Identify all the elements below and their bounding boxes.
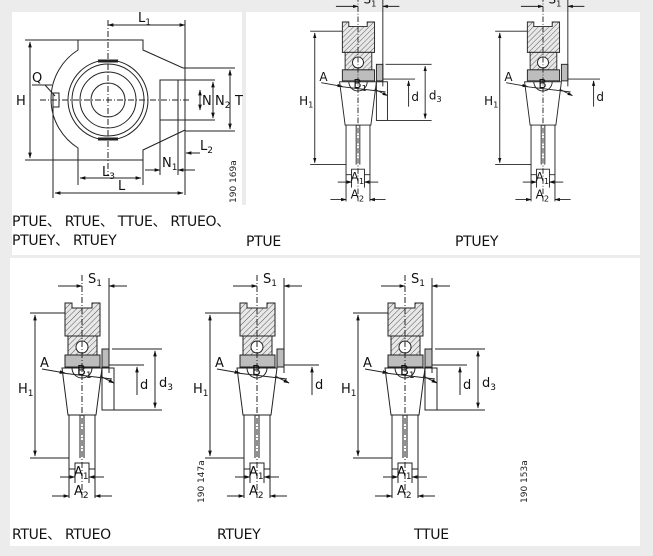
side-view-outline bbox=[495, 0, 601, 202]
front-view-caption-line2: PTUEY、 RTUEY bbox=[12, 233, 117, 249]
label-T: T bbox=[234, 94, 243, 109]
label-S1: S1 bbox=[549, 0, 562, 8]
label-width-B: B bbox=[538, 77, 546, 91]
label-A: A bbox=[215, 356, 224, 371]
caption-ttue: TTUE bbox=[414, 527, 449, 543]
front-view-panel bbox=[12, 12, 242, 232]
label-S1: S1 bbox=[88, 272, 102, 289]
label-d3: d3 bbox=[429, 88, 442, 104]
label-H: H bbox=[16, 94, 26, 109]
label-H1: H1 bbox=[18, 382, 34, 399]
label-A2: A2 bbox=[397, 484, 412, 501]
label-A: A bbox=[363, 356, 372, 371]
label-A1: A1 bbox=[74, 465, 89, 482]
label-N: N bbox=[202, 94, 212, 109]
label-A: A bbox=[504, 70, 513, 84]
caption-ptue: PTUE bbox=[246, 234, 281, 250]
label-A1: A1 bbox=[351, 170, 364, 186]
label-H1: H1 bbox=[341, 382, 357, 399]
side-view-outline bbox=[30, 275, 162, 498]
label-width-B: B bbox=[252, 364, 261, 379]
label-A: A bbox=[40, 356, 49, 371]
caption-strip bbox=[12, 205, 640, 255]
label-L1: L1 bbox=[138, 11, 151, 28]
caption-ptuey: PTUEY bbox=[455, 234, 499, 250]
label-A: A bbox=[319, 70, 328, 84]
side-view-outline bbox=[353, 275, 485, 498]
label-A2: A2 bbox=[249, 484, 264, 501]
label-H1: H1 bbox=[484, 94, 498, 110]
front-view-drawing bbox=[25, 20, 235, 198]
label-A2: A2 bbox=[74, 484, 89, 501]
front-view-caption-line1: PTUE、 RTUE、 TTUE、 RTUEO、 bbox=[12, 214, 230, 230]
front-view-labels: L1 H Q N N2 T L2 N1 L3 L 190 169a bbox=[16, 11, 243, 203]
label-Q: Q bbox=[32, 71, 42, 86]
label-N2: N2 bbox=[215, 94, 230, 111]
figure-code: 190 169a bbox=[229, 160, 239, 203]
label-H1: H1 bbox=[299, 94, 313, 110]
label-d: d bbox=[463, 378, 471, 393]
label-A1: A1 bbox=[397, 465, 412, 482]
label-d: d bbox=[140, 378, 148, 393]
caption-rtuey: RTUEY bbox=[217, 527, 261, 543]
label-width-B: B1 bbox=[77, 364, 92, 381]
label-width-B: B1 bbox=[400, 364, 415, 381]
side-view-outline bbox=[205, 275, 319, 498]
label-N1: N1 bbox=[162, 156, 177, 173]
label-d: d bbox=[411, 90, 419, 104]
label-L2: L2 bbox=[200, 139, 213, 156]
figure-code: 190 153a bbox=[520, 460, 530, 503]
label-A2: A2 bbox=[536, 188, 549, 204]
label-L: L bbox=[118, 179, 126, 194]
label-L3: L3 bbox=[102, 165, 115, 182]
label-S1: S1 bbox=[411, 272, 425, 289]
label-A2: A2 bbox=[351, 188, 364, 204]
label-d3: d3 bbox=[482, 376, 496, 393]
label-A1: A1 bbox=[536, 170, 549, 186]
label-d: d bbox=[315, 378, 323, 393]
caption-rtue-rtueo: RTUE、 RTUEO bbox=[12, 527, 111, 543]
top-side-views-panel bbox=[246, 12, 640, 230]
side-view-outline bbox=[310, 0, 432, 202]
label-S1: S1 bbox=[364, 0, 377, 8]
label-A1: A1 bbox=[249, 465, 264, 482]
label-width-B: B1 bbox=[353, 77, 366, 93]
label-d3: d3 bbox=[159, 376, 173, 393]
label-d: d bbox=[596, 90, 604, 104]
figure-code: 190 147a bbox=[197, 460, 207, 503]
label-S1: S1 bbox=[263, 272, 277, 289]
label-H1: H1 bbox=[193, 382, 209, 399]
bottom-right-panel bbox=[490, 258, 640, 546]
